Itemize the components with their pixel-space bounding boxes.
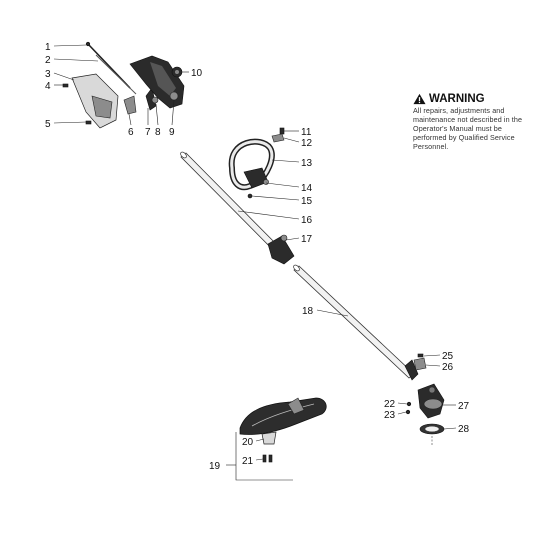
callout-23: 23 (384, 410, 396, 421)
callout-22: 22 (384, 399, 396, 410)
callout-9: 9 (169, 127, 175, 138)
callout-20: 20 (242, 437, 254, 448)
callout-12: 12 (301, 138, 313, 149)
callout-6: 6 (128, 127, 134, 138)
shaft-coupler-part (267, 234, 295, 265)
callout-11: 11 (301, 127, 312, 138)
callout-3: 3 (45, 69, 51, 80)
warning-text: All repairs, adjustments and maintenance… (413, 106, 523, 151)
trigger-part (123, 87, 159, 115)
callout-2: 2 (45, 55, 51, 66)
blade-part (261, 431, 277, 445)
callout-14: 14 (301, 183, 313, 194)
callout-16: 16 (301, 215, 313, 226)
callout-27: 27 (458, 401, 470, 412)
grass-guard-part (239, 397, 327, 435)
callout-28: 28 (458, 424, 470, 435)
callout-8: 8 (155, 127, 161, 138)
callout-13: 13 (301, 158, 313, 169)
callout-7: 7 (145, 127, 151, 138)
clip-part (413, 353, 427, 371)
callout-1: 1 (45, 42, 51, 53)
callout-4: 4 (45, 81, 51, 92)
callout-25: 25 (442, 351, 454, 362)
callout-5: 5 (45, 119, 51, 130)
handle-housing-part (129, 55, 185, 109)
trimmer-head-part (405, 383, 445, 419)
warning-title: WARNING (429, 93, 485, 105)
screw-part (62, 83, 92, 125)
warning-title-row: WARNING (413, 93, 531, 105)
group-bracket (235, 432, 293, 481)
guard-screws-part (262, 454, 273, 463)
callout-26: 26 (442, 362, 454, 373)
warning-notice: WARNING All repairs, adjustments and mai… (413, 93, 531, 151)
callout-17: 17 (301, 234, 313, 245)
throttle-cable-part (85, 41, 137, 95)
spool-part (419, 423, 445, 446)
warning-triangle-icon (413, 93, 426, 105)
callout-labels: 1 2 3 4 5 6 7 8 9 10 11 12 13 14 15 16 1… (45, 42, 470, 472)
assist-handle-part (228, 138, 275, 199)
bolt-part (271, 127, 285, 143)
knob-part (171, 66, 183, 78)
callout-15: 15 (301, 196, 313, 207)
callout-19: 19 (209, 461, 221, 472)
handle-cover-part (71, 73, 119, 129)
leader-lines (53, 44, 457, 466)
callout-10: 10 (191, 68, 203, 79)
callout-18: 18 (302, 306, 314, 317)
lower-shaft-part (293, 264, 419, 381)
callout-21: 21 (242, 456, 254, 467)
